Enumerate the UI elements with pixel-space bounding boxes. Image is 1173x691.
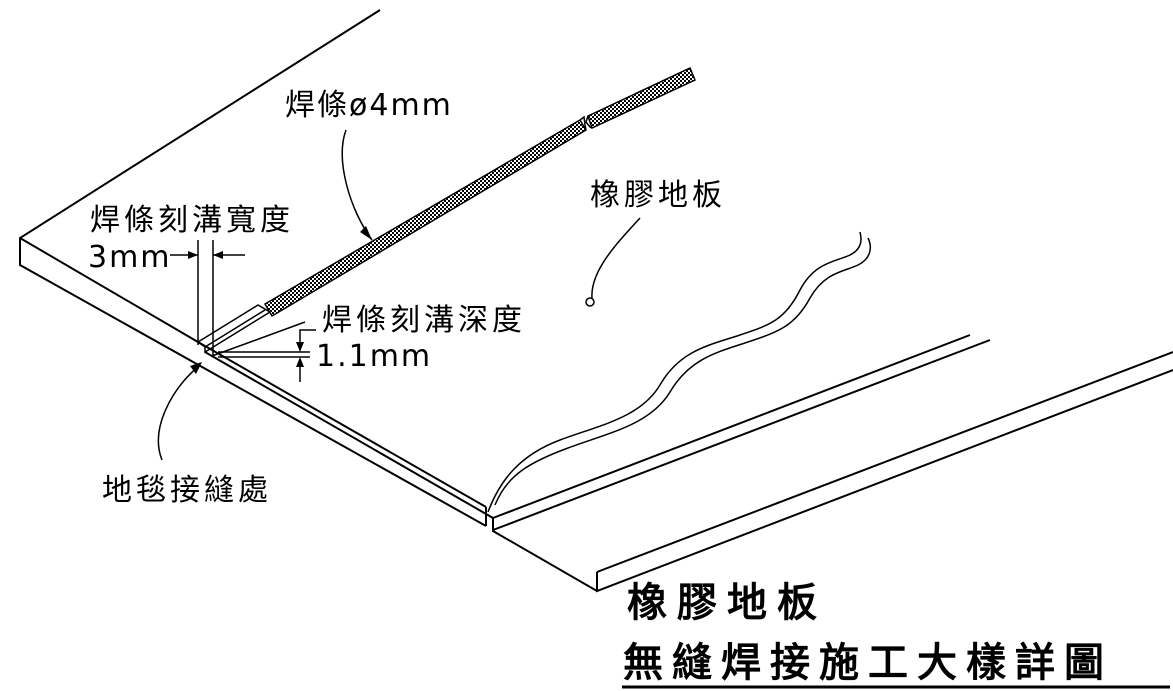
groove-depth-dimension [218, 329, 316, 382]
flooring-leader [585, 217, 641, 307]
seam-leader [157, 362, 202, 461]
rod-label: 焊條ø4mm [285, 88, 453, 123]
flooring-label: 橡膠地板 [590, 178, 726, 213]
groove-width-value: 3mm [88, 240, 172, 275]
right-floor-slab [204, 334, 1173, 593]
groove-width-dimension [170, 240, 245, 355]
title-line-1: 橡膠地板 [627, 580, 827, 626]
left-floor-slab [19, 9, 487, 527]
welding-rod [263, 66, 696, 318]
groove-detail [197, 304, 306, 357]
groove-depth-label: 焊條刻溝深度 [322, 303, 526, 338]
groove-width-label: 焊條刻溝寬度 [90, 203, 294, 238]
rod-leader [341, 129, 373, 241]
groove-depth-value: 1.1mm [316, 339, 432, 374]
title-line-2: 無縫焊接施工大樣詳圖 [623, 640, 1113, 686]
break-line [487, 231, 872, 513]
seam-label: 地毯接縫處 [102, 473, 272, 508]
